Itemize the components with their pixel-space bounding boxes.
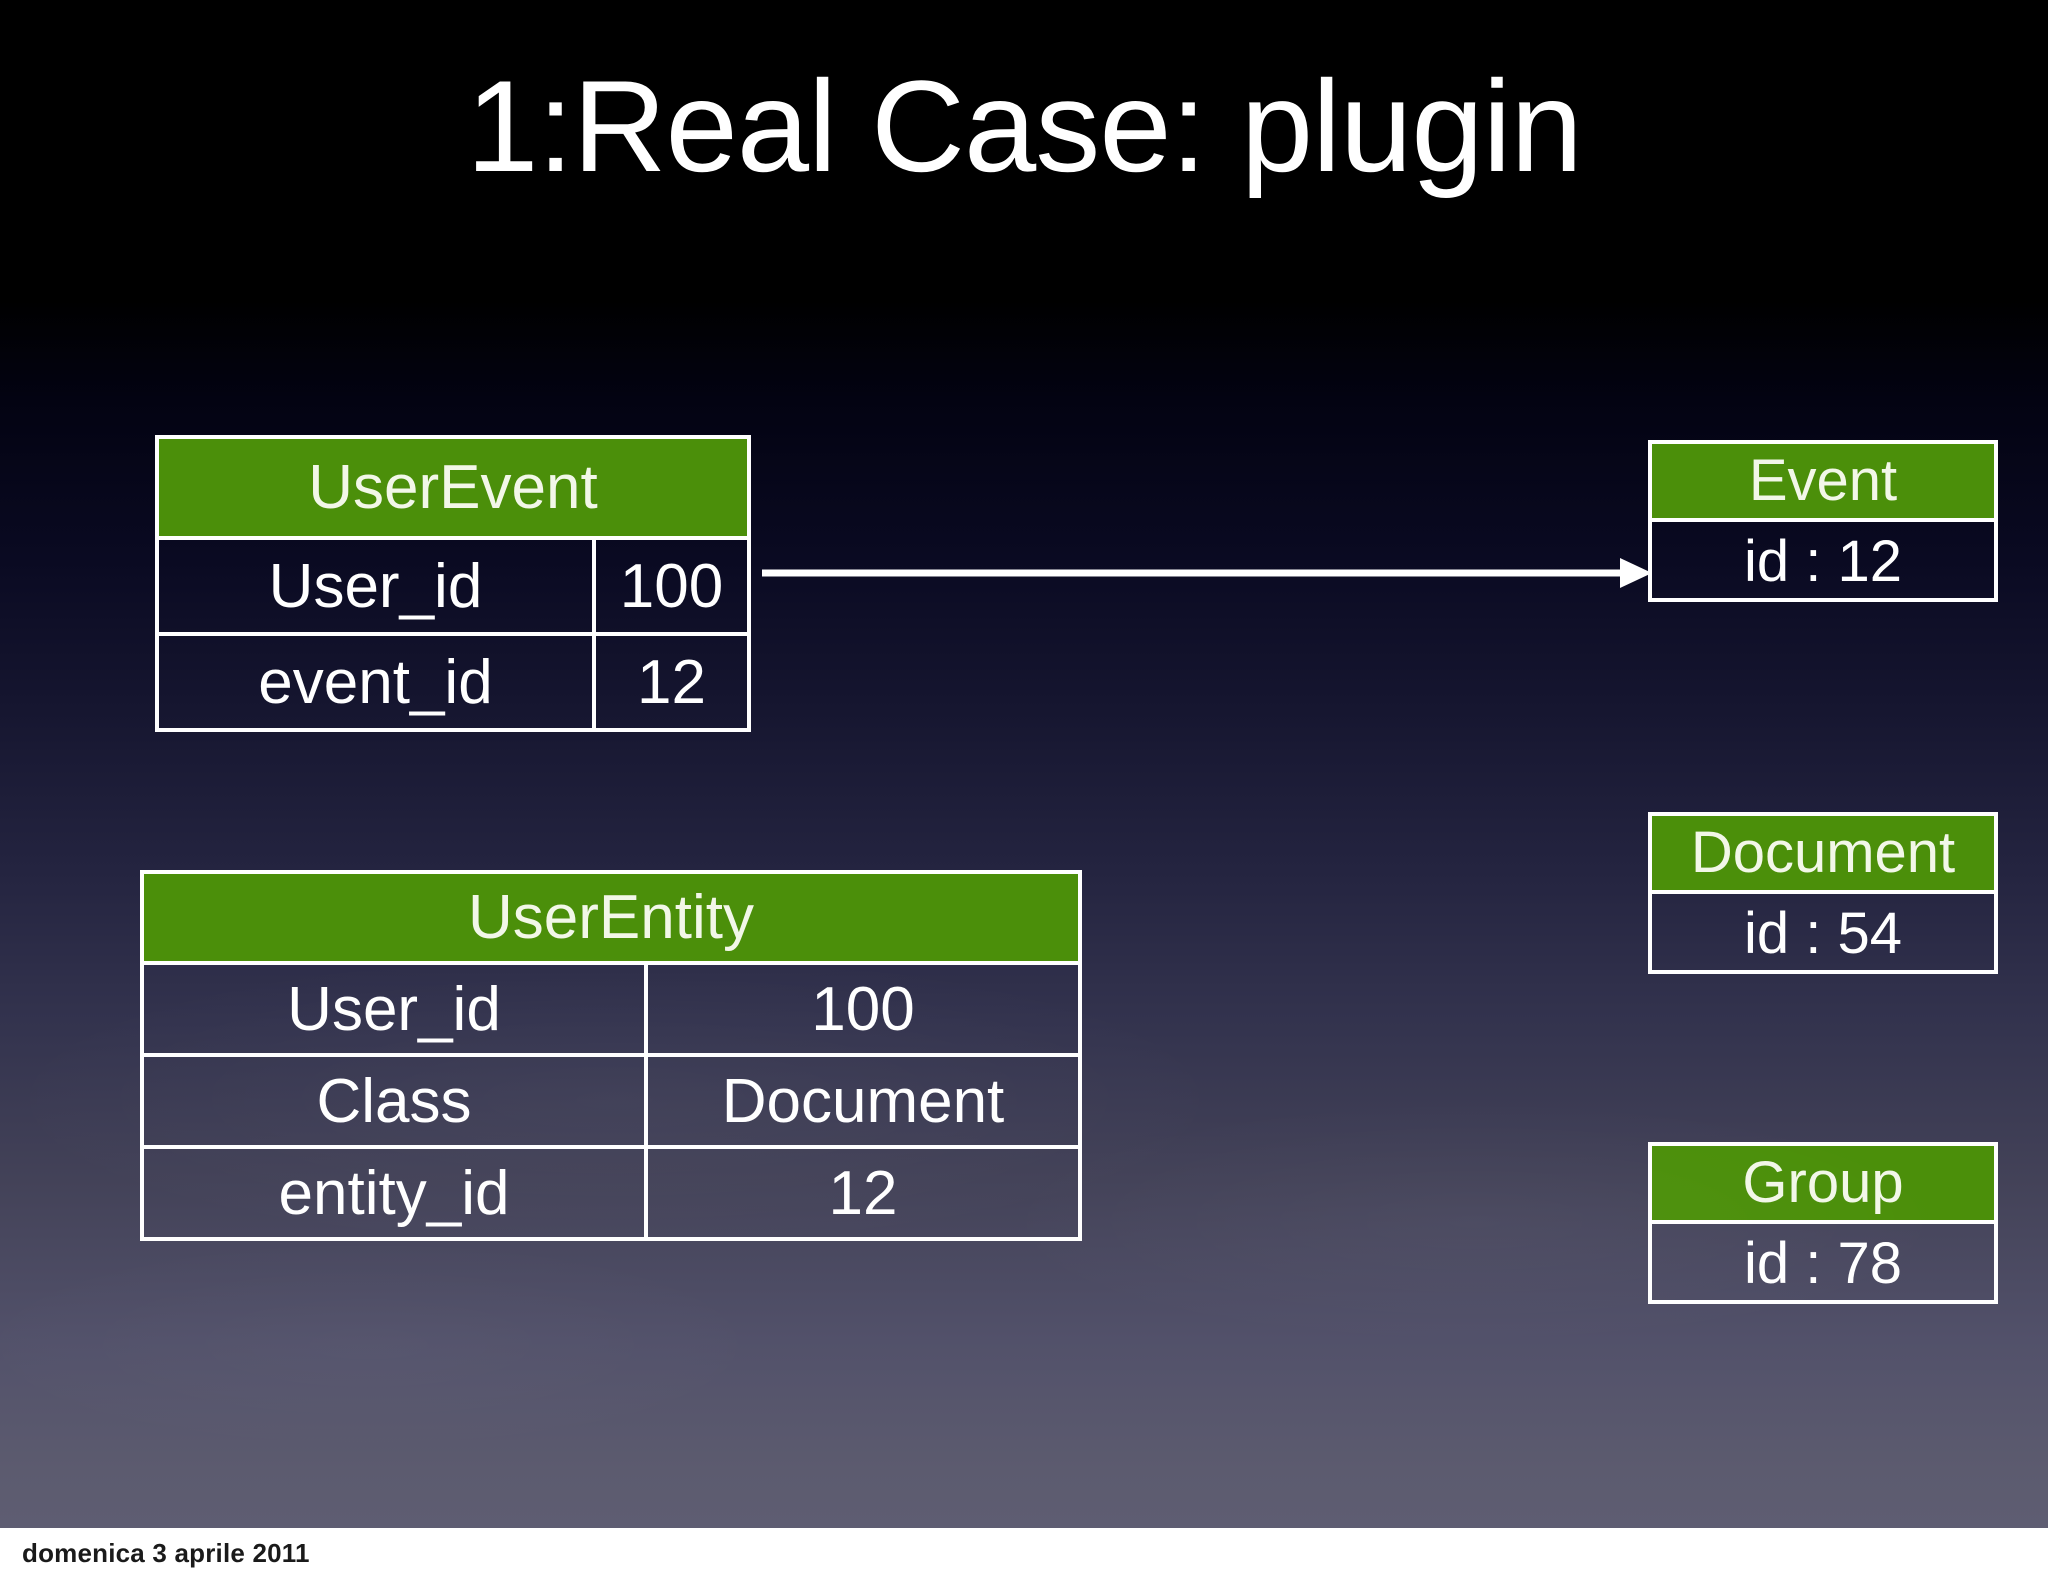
field-key: entity_id: [144, 1149, 648, 1237]
field-value: 12: [637, 647, 706, 717]
slide-canvas: 1:Real Case: plugin UserEvent User_id 10…: [0, 0, 2048, 1528]
entity-box-document-header: Document: [1652, 816, 1994, 890]
entity-box-event-header: Event: [1652, 444, 1994, 518]
field-key: User_id: [159, 540, 596, 632]
entity-box-group-value: id : 78: [1652, 1220, 1994, 1300]
slide-footer: [0, 1528, 2048, 1576]
field-value: 100: [619, 551, 724, 621]
table-row: event_id 12: [159, 632, 747, 728]
entity-table-userentity-header: UserEntity: [144, 874, 1078, 961]
field-value: 100: [811, 974, 915, 1044]
field-key: User_id: [144, 965, 648, 1053]
table-row: User_id 100: [159, 536, 747, 632]
field-key: Class: [144, 1057, 648, 1145]
entity-table-userentity: UserEntity User_id 100 Class Document en…: [140, 870, 1082, 1241]
entity-box-group-header: Group: [1652, 1146, 1994, 1220]
entity-box-group: Group id : 78: [1648, 1142, 1998, 1304]
table-row: Class Document: [144, 1053, 1078, 1145]
field-key: event_id: [159, 636, 596, 728]
table-row: entity_id 12: [144, 1145, 1078, 1237]
table-row: User_id 100: [144, 961, 1078, 1053]
field-value: Document: [721, 1066, 1005, 1136]
entity-table-userevent-header: UserEvent: [159, 439, 747, 536]
entity-box-event: Event id : 12: [1648, 440, 1998, 602]
footer-date: domenica 3 aprile 2011: [22, 1538, 310, 1568]
entity-box-event-value: id : 12: [1652, 518, 1994, 598]
relation-arrow-icon: [762, 558, 1652, 588]
entity-box-document: Document id : 54: [1648, 812, 1998, 974]
entity-table-userevent: UserEvent User_id 100 event_id 12: [155, 435, 751, 732]
entity-box-document-value: id : 54: [1652, 890, 1994, 970]
page-title: 1:Real Case: plugin: [466, 53, 1583, 199]
field-value: 12: [828, 1158, 898, 1228]
